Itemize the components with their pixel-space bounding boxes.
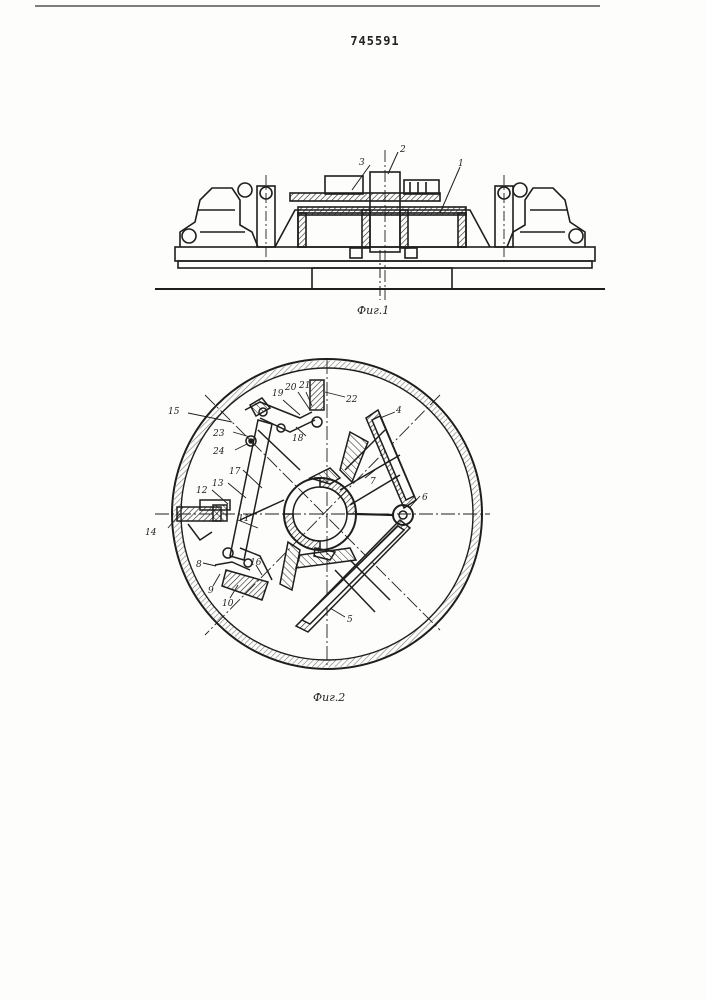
fig2-label-13: 13 bbox=[212, 479, 224, 489]
fig2-label-19: 19 bbox=[272, 389, 284, 399]
fig1-right-clamp bbox=[495, 175, 585, 262]
fig2-arm-5 bbox=[296, 520, 410, 632]
fig2-label-5: 5 bbox=[347, 615, 353, 625]
fig2-label-9: 9 bbox=[208, 586, 214, 596]
fig2-label-18: 18 bbox=[292, 434, 304, 444]
figure-1 bbox=[155, 150, 605, 300]
fig2-label-6: 6 bbox=[422, 493, 428, 503]
fig1-pedestal bbox=[312, 268, 452, 289]
fig2-label-15: 15 bbox=[168, 407, 180, 417]
fig2-label-4: 4 bbox=[395, 406, 402, 416]
fig2-link-17 bbox=[230, 420, 300, 560]
fig1-turntable bbox=[275, 176, 490, 247]
fig1-label-3: 3 bbox=[359, 158, 365, 168]
fig2-label-17: 17 bbox=[229, 467, 241, 477]
figure-2 bbox=[155, 359, 490, 669]
fig2-label-12: 12 bbox=[196, 486, 208, 496]
fig2-left-clamp bbox=[177, 500, 230, 540]
fig2-label-24: 24 bbox=[212, 447, 225, 457]
fig2-label-8: 8 bbox=[196, 560, 202, 570]
fig1-shaft bbox=[350, 150, 417, 300]
fig2-label-11: 11 bbox=[238, 514, 249, 524]
fig2-label-22: 22 bbox=[345, 395, 358, 405]
fig2-label-14: 14 bbox=[145, 528, 157, 538]
fig1-label-2: 2 bbox=[399, 145, 406, 155]
fig2-label-23: 23 bbox=[212, 429, 225, 439]
fig2-label-7: 7 bbox=[370, 477, 376, 487]
fig1-label-1: 1 bbox=[458, 159, 464, 169]
fig2-lower-left-parts bbox=[215, 548, 272, 600]
fig1-caption: Фиг.1 bbox=[357, 304, 389, 317]
fig2-caption: Фиг.2 bbox=[313, 691, 345, 704]
patent-number: 745591 bbox=[340, 34, 410, 48]
fig2-label-20: 20 bbox=[284, 383, 297, 393]
fig1-left-clamp bbox=[180, 175, 275, 262]
fig2-label-21: 21 bbox=[298, 381, 310, 391]
fig1-labels: 2 3 1 bbox=[359, 145, 464, 169]
fig2-label-10: 10 bbox=[222, 599, 234, 609]
fig2-label-16: 16 bbox=[250, 558, 262, 568]
